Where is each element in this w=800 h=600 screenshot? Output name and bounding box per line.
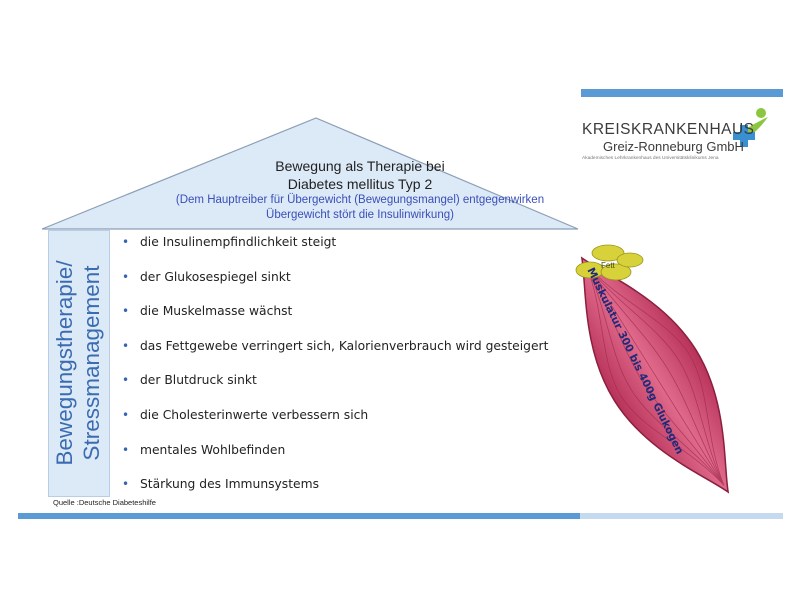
logo-name: KREISKRANKENHAUS <box>582 121 755 138</box>
bullet-icon: • <box>122 373 130 388</box>
source-note: Quelle :Deutsche Diabeteshilfe <box>53 498 156 507</box>
list-item: •die Cholesterinwerte verbessern sich <box>122 407 369 422</box>
logo-graphic <box>733 108 768 147</box>
bullet-icon: • <box>122 442 130 457</box>
person-cross-logo-icon <box>733 108 768 147</box>
list-item: •Stärkung des Immunsystems <box>122 477 319 492</box>
roof-title-line2: Diabetes mellitus Typ 2 <box>287 176 433 192</box>
list-item: •mentales Wohlbefinden <box>122 442 286 457</box>
bottom-accent-bar-light <box>580 513 783 519</box>
side-line1: Bewegungstherapie/ <box>52 259 77 466</box>
bottom-accent-bar <box>18 513 580 519</box>
bullet-icon: • <box>122 407 130 422</box>
list-item: •die Muskelmasse wächst <box>122 304 293 319</box>
side-pillar-text: Bewegungstherapie/ Stressmanagement <box>48 230 108 495</box>
logo-tagline: Akademisches Lehrkrankenhaus des Univers… <box>582 156 719 161</box>
side-line2: Stressmanagement <box>79 264 104 461</box>
fat-droplets-illustration <box>575 244 644 281</box>
list-item: •der Glukosespiegel sinkt <box>122 269 291 284</box>
side-pillar <box>48 230 110 497</box>
roof-title-line1: Bewegung als Therapie bei <box>275 158 445 174</box>
roof-text: Bewegung als Therapie bei Diabetes melli… <box>150 157 570 223</box>
bullet-icon: • <box>122 269 130 284</box>
bullet-icon: • <box>122 235 130 249</box>
roof-note-line1: (Dem Hauptreiber für Übergewicht (Bewegu… <box>175 194 545 206</box>
benefit-list: •die Insulinempfindlichkeit steigt •der … <box>120 233 548 510</box>
bullet-icon: • <box>122 304 130 319</box>
top-accent-bar <box>581 89 783 97</box>
bullet-icon: • <box>122 477 130 492</box>
fat-label: Fett <box>601 261 615 270</box>
bullet-icon: • <box>122 338 130 353</box>
list-item: •das Fettgewebe verringert sich, Kalorie… <box>122 338 549 353</box>
roof-note-line2: Übergewicht stört die Insulinwirkung) <box>266 209 454 221</box>
list-item: •die Insulinempfindlichkeit steigt <box>122 235 337 249</box>
muscle-illustration <box>580 256 730 494</box>
logo-subtitle: Greiz-Ronneburg GmbH <box>603 139 744 154</box>
list-item: •der Blutdruck sinkt <box>122 373 257 388</box>
